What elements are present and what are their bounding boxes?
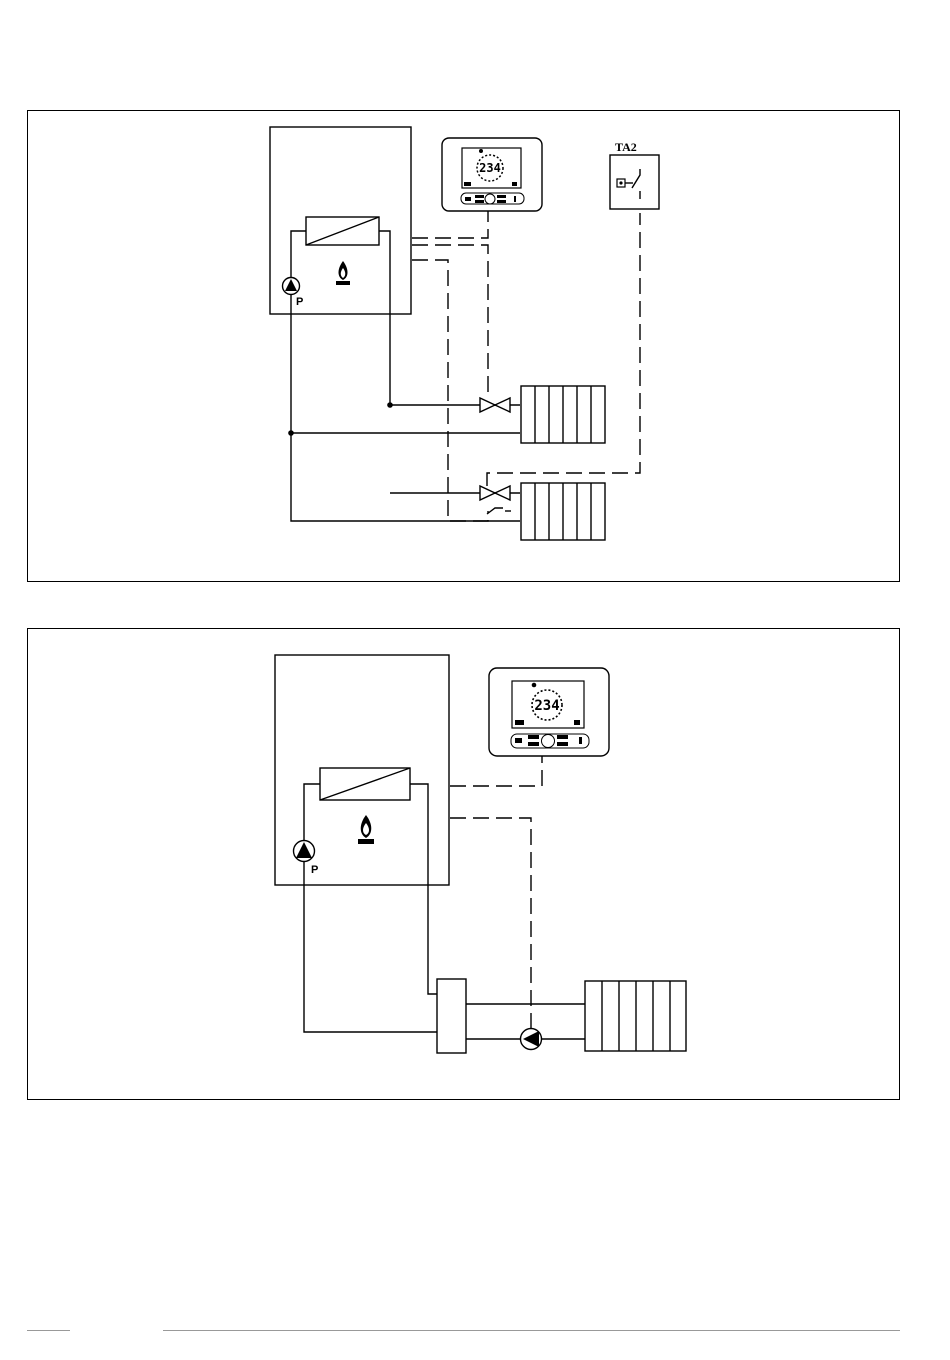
- diagram-1-svg: P: [28, 111, 901, 583]
- controller-display-value: 234: [534, 698, 559, 714]
- controller-bus-line: [412, 209, 488, 238]
- valve-2-end-switch: [487, 508, 503, 514]
- ta2-control-line: [487, 213, 640, 486]
- radiator-icon: [585, 981, 686, 1051]
- controller-display-value: 234: [479, 161, 501, 175]
- remote-controller: 234: [442, 138, 542, 211]
- radiator-2-icon: [521, 483, 605, 540]
- pump-label: P: [296, 296, 303, 308]
- zone-valve-2: [480, 486, 511, 514]
- controller-bus-line: [450, 756, 542, 786]
- ta2-label: TA2: [615, 140, 637, 154]
- diagram-panel-1: P: [27, 110, 900, 582]
- room-thermostat-ta2: [610, 155, 659, 209]
- controller-dial-icon: [485, 194, 495, 204]
- radiator-1-icon: [521, 386, 605, 443]
- flow-junction: [387, 402, 393, 408]
- secondary-pump-icon: [521, 1029, 542, 1050]
- footer-rule-left: [27, 1330, 70, 1331]
- diagram-panel-2: P 234: [27, 628, 900, 1100]
- boiler-pump-icon: [283, 278, 300, 295]
- valve-1-control-line: [412, 245, 488, 398]
- return-junction: [288, 430, 294, 436]
- diagram-2-svg: P 234: [28, 629, 901, 1101]
- pump-label: P: [311, 864, 318, 876]
- zone-valve-1: [480, 398, 510, 412]
- hydraulic-separator: [437, 979, 466, 1053]
- footer-rule-right: [163, 1330, 900, 1331]
- controller-dial-icon: [542, 735, 555, 748]
- valve-2-endswitch-line: [412, 260, 488, 521]
- boiler-pump-icon: [294, 841, 315, 862]
- primary-return-pipe: [304, 862, 437, 1032]
- remote-controller: 234: [489, 668, 609, 756]
